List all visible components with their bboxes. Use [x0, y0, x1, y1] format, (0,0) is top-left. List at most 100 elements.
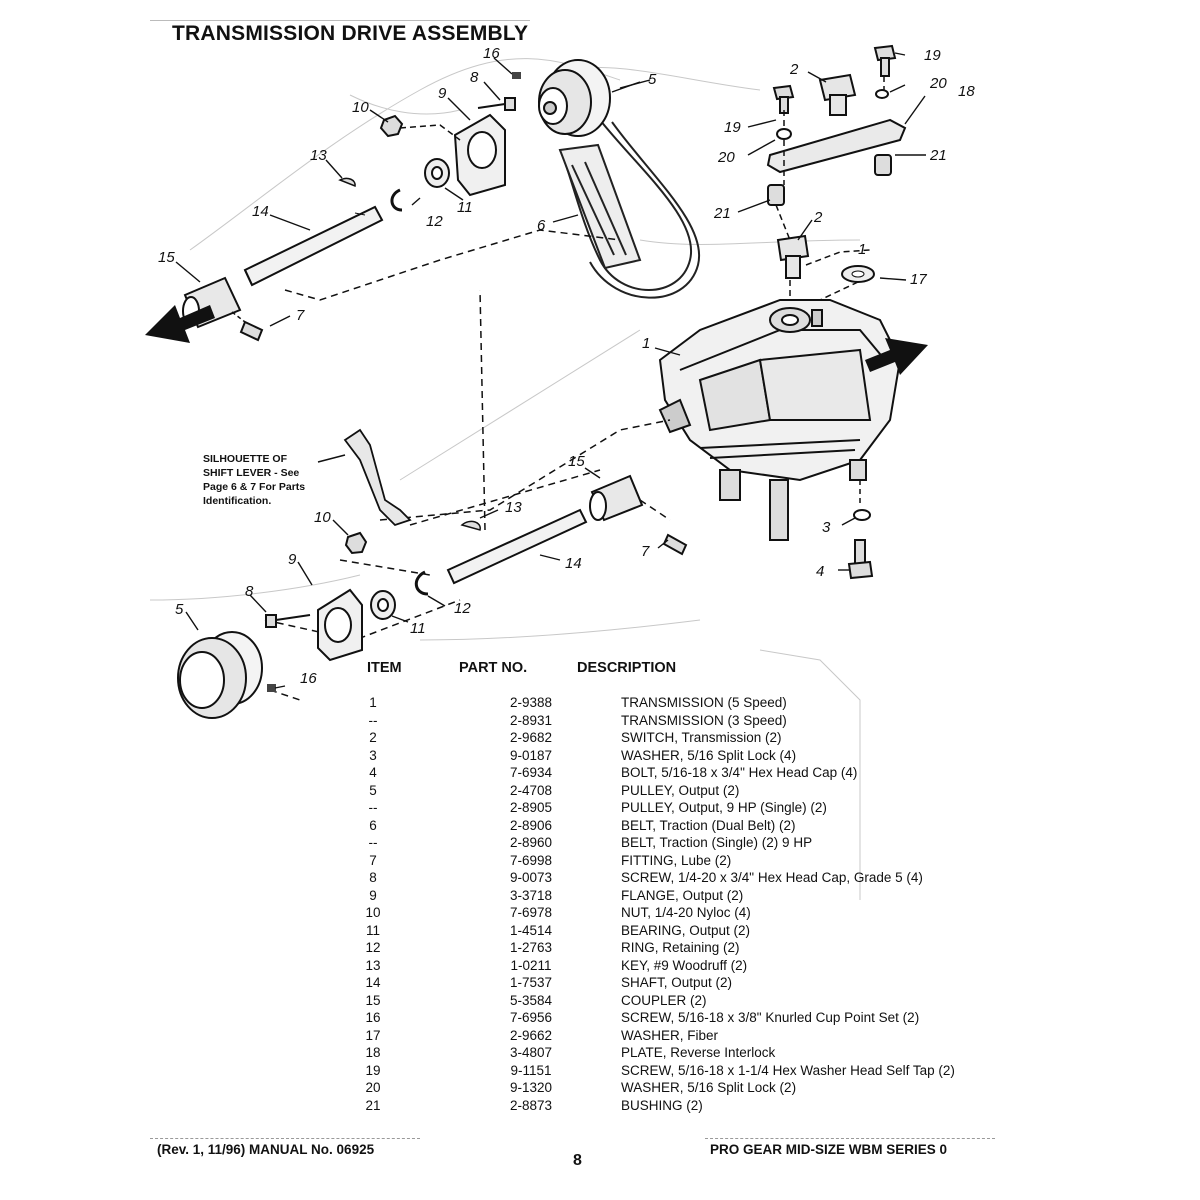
parts-table-header: ITEM PART NO. DESCRIPTION — [352, 660, 992, 694]
row-description: BOLT, 5/16-18 x 3/4" Hex Head Cap (4) — [621, 765, 858, 780]
row-part-no: 1-2763 — [509, 940, 553, 955]
reverse-interlock-plate — [766, 118, 907, 174]
row-description: PLATE, Reverse Interlock — [621, 1045, 776, 1060]
callout-14-bottom: 14 — [565, 555, 582, 572]
row-part-no: 2-8960 — [509, 835, 553, 850]
bearing-11-top — [424, 158, 450, 188]
row-part-no: 2-8905 — [509, 800, 553, 815]
callout-16-top: 16 — [483, 45, 500, 62]
callout-6: 6 — [537, 217, 546, 234]
row-part-no: 5-3584 — [509, 992, 553, 1008]
callout-7-bottom: 7 — [641, 543, 650, 560]
callout-12-bottom: 12 — [454, 600, 471, 617]
callout-2-lower: 2 — [813, 209, 823, 226]
woodruff-key-13-bottom — [460, 520, 481, 531]
callout-11-bottom: 11 — [410, 620, 426, 637]
output-pulley-top — [538, 59, 611, 137]
callout-9-bottom: 9 — [288, 551, 297, 568]
row-part-no: 2-4708 — [509, 782, 553, 798]
screw-19-top-right — [873, 44, 897, 77]
callout-18: 18 — [958, 83, 975, 100]
row-part-no: 9-1151 — [510, 1062, 552, 1078]
callout-5-top: 5 — [648, 71, 657, 88]
callout-8-bottom: 8 — [245, 583, 254, 600]
row-description: PULLEY, Output (2) — [621, 782, 740, 798]
callout-21-right: 21 — [929, 147, 947, 164]
shift-lever-silhouette — [343, 428, 412, 527]
bushing-21-right — [874, 154, 892, 176]
row-item: 3 — [369, 747, 377, 763]
row-description: BUSHING (2) — [621, 1097, 703, 1113]
callout-13-bottom: 13 — [505, 499, 522, 516]
screw-8-top — [477, 97, 516, 111]
row-description: BEARING, Output (2) — [621, 922, 751, 938]
table-row: -- 2-8905 PULLEY, Output, 9 HP (Single) (2… — [352, 799, 992, 817]
row-item: -- — [368, 835, 378, 850]
callout-21-left: 21 — [713, 205, 731, 222]
row-item: 6 — [369, 817, 377, 833]
row-part-no: 7-6998 — [509, 852, 553, 868]
row-description: TRANSMISSION (5 Speed) — [621, 695, 787, 710]
row-part-no: 9-1320 — [509, 1080, 553, 1095]
row-description: KEY, #9 Woodruff (2) — [621, 957, 748, 973]
row-item: 20 — [365, 1080, 381, 1095]
row-part-no: 9-0073 — [509, 870, 553, 885]
row-description: FLANGE, Output (2) — [621, 887, 744, 903]
page-number: 8 — [573, 1152, 582, 1169]
table-row: 15 5-3584 COUPLER (2) — [352, 992, 992, 1010]
row-part-no: 7-6934 — [509, 765, 553, 780]
header-description: DESCRIPTION — [577, 660, 677, 676]
header-item: ITEM — [367, 660, 402, 676]
row-part-no: 1-0211 — [510, 957, 552, 973]
set-screw-16-top — [512, 72, 521, 79]
silhouette-note-line-3: Page 6 & 7 For Parts — [203, 481, 306, 493]
callout-17: 17 — [910, 271, 927, 288]
callout-10-top: 10 — [352, 99, 369, 116]
row-description: SCREW, 5/16-18 x 3/8" Knurled Cup Point … — [621, 1010, 920, 1025]
callout-15-bottom: 15 — [568, 453, 585, 470]
washer-3 — [853, 509, 871, 521]
traction-belt — [558, 119, 701, 299]
direction-arrow-right-icon — [865, 338, 928, 375]
footer-manual-info: (Rev. 1, 11/96) MANUAL No. 06925 — [157, 1142, 375, 1157]
row-description: FITTING, Lube (2) — [621, 852, 732, 868]
row-item: -- — [368, 712, 378, 728]
output-flange-bottom — [317, 588, 363, 662]
retaining-ring-12-top — [390, 188, 403, 212]
row-description: SCREW, 1/4-20 x 3/4" Hex Head Cap, Grade… — [621, 870, 923, 885]
background-sketch-lines — [149, 58, 861, 900]
row-item: 10 — [365, 905, 381, 920]
row-description: BELT, Traction (Single) (2) 9 HP — [621, 835, 813, 850]
switch-2-lower — [776, 234, 810, 279]
callout-4: 4 — [816, 563, 824, 580]
output-pulley-bottom — [177, 631, 263, 719]
output-flange-top — [453, 113, 506, 197]
row-part-no: 2-9662 — [509, 1027, 553, 1043]
row-description: COUPLER (2) — [621, 992, 707, 1008]
callout-13-top: 13 — [310, 147, 327, 164]
row-part-no: 2-8931 — [509, 712, 553, 728]
row-item: 15 — [365, 992, 381, 1008]
row-description: SWITCH, Transmission (2) — [621, 730, 782, 745]
row-description: RING, Retaining (2) — [621, 940, 740, 955]
direction-arrow-left-icon — [145, 305, 215, 343]
switch-2-top — [818, 73, 857, 116]
row-description: WASHER, 5/16 Split Lock (4) — [621, 747, 797, 763]
row-description: SCREW, 5/16-18 x 1-1/4 Hex Washer Head S… — [621, 1062, 955, 1078]
row-item: -- — [368, 800, 378, 815]
row-part-no: 2-9682 — [509, 730, 553, 745]
row-part-no: 9-0187 — [509, 747, 553, 763]
callout-20-right: 20 — [929, 75, 947, 92]
page-title: TRANSMISSION DRIVE ASSEMBLY — [172, 22, 529, 45]
row-description: PULLEY, Output, 9 HP (Single) (2) — [621, 800, 827, 815]
row-item: 16 — [365, 1010, 381, 1025]
row-part-no: 3-4807 — [509, 1045, 553, 1060]
